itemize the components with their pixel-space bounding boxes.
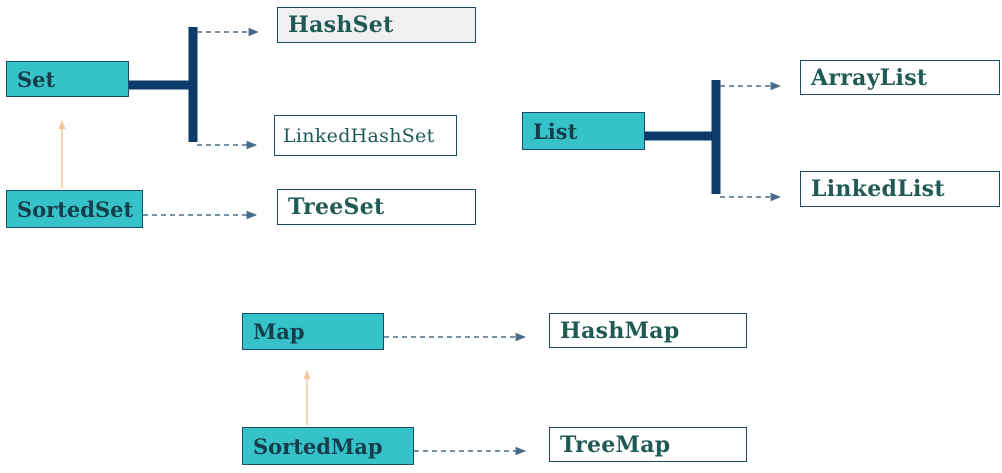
node-linkedhashset: LinkedHashSet	[274, 115, 457, 156]
node-sortedset: SortedSet	[6, 190, 143, 228]
node-treeset: TreeSet	[277, 189, 476, 225]
node-map: Map	[242, 313, 384, 350]
node-hashset: HashSet	[277, 7, 476, 43]
node-treemap: TreeMap	[549, 427, 747, 462]
node-sortedmap: SortedMap	[242, 427, 414, 465]
node-hashmap: HashMap	[549, 313, 747, 348]
node-list: List	[522, 112, 645, 150]
node-set: Set	[6, 61, 129, 97]
node-linkedlist: LinkedList	[800, 171, 1000, 207]
node-arraylist: ArrayList	[800, 60, 1000, 95]
